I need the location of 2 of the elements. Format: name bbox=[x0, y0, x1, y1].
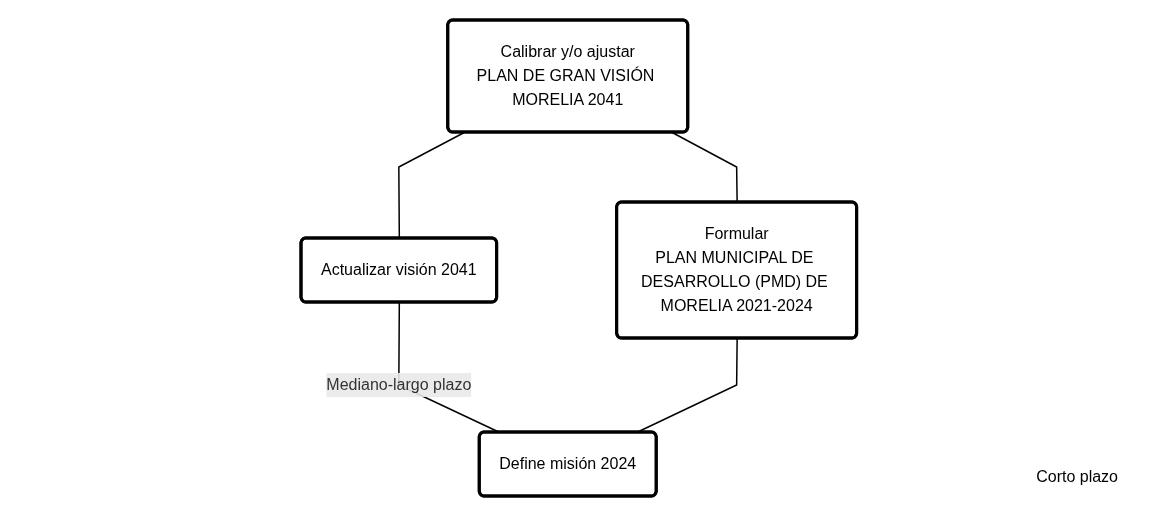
note-text: Corto plazo bbox=[1036, 468, 1118, 486]
edge-label: Mediano-largo plazo bbox=[326, 376, 472, 393]
